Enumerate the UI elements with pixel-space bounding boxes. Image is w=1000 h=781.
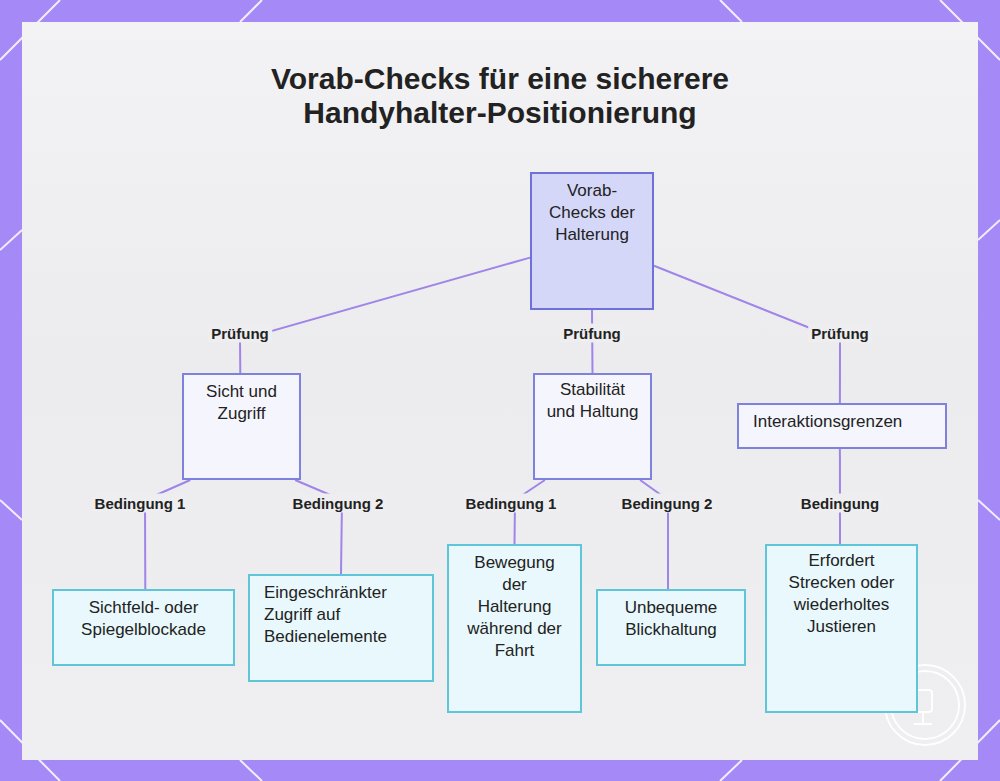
root-box: Vorab-Checks der Halterung bbox=[530, 172, 654, 310]
edge-label: Bedingung 2 bbox=[290, 494, 387, 513]
node-text: Eingeschränkter Zugriff auf Bedienelemen… bbox=[264, 582, 418, 648]
edge-label: Bedingung 1 bbox=[92, 494, 189, 513]
check-box: Sicht und Zugriff bbox=[182, 373, 301, 480]
edge-label: Prüfung bbox=[208, 324, 272, 343]
condition-box: Sichtfeld- oder Spiegelblockade bbox=[52, 589, 235, 666]
edge-label: Prüfung bbox=[808, 324, 872, 343]
node-text: Sichtfeld- oder Spiegelblockade bbox=[66, 597, 221, 641]
connector-line bbox=[240, 258, 530, 373]
check-box: Interaktionsgrenzen bbox=[737, 403, 947, 449]
edge-label: Prüfung bbox=[560, 324, 624, 343]
condition-box: Erfordert Strecken oder wiederholtes Jus… bbox=[765, 544, 918, 713]
condition-box: Unbequeme Blickhaltung bbox=[596, 589, 746, 666]
edge-label: Bedingung bbox=[798, 494, 882, 513]
node-text: Unbequeme Blickhaltung bbox=[610, 597, 732, 641]
condition-box: Bewegung der Halterung während der Fahrt bbox=[447, 544, 582, 713]
diagram-title: Vorab-Checks für eine sicherere Handyhal… bbox=[200, 62, 800, 130]
node-text: Vorab-Checks der Halterung bbox=[548, 180, 636, 246]
edge-label: Bedingung 2 bbox=[619, 494, 716, 513]
node-text: Interaktionsgrenzen bbox=[753, 411, 931, 433]
node-text: Bewegung der Halterung während der Fahrt bbox=[465, 552, 564, 662]
edge-label: Bedingung 1 bbox=[463, 494, 560, 513]
condition-box: Eingeschränkter Zugriff auf Bedienelemen… bbox=[248, 574, 434, 682]
node-text: Erfordert Strecken oder wiederholtes Jus… bbox=[785, 550, 898, 638]
node-text: Stabilität und Haltung bbox=[545, 379, 640, 423]
node-text: Sicht und Zugriff bbox=[194, 381, 289, 425]
check-box: Stabilität und Haltung bbox=[533, 373, 652, 480]
